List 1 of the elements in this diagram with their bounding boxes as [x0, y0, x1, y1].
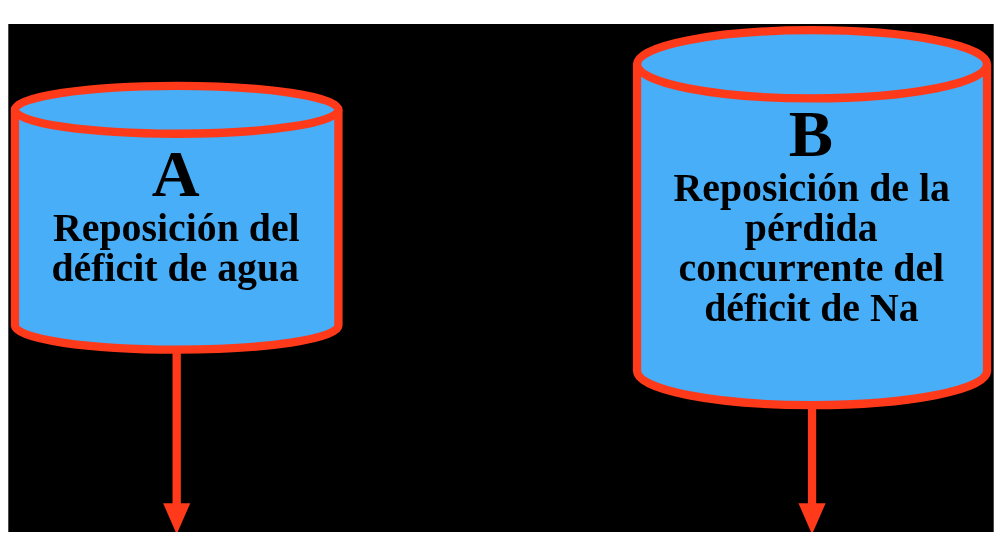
arrow	[163, 351, 191, 532]
